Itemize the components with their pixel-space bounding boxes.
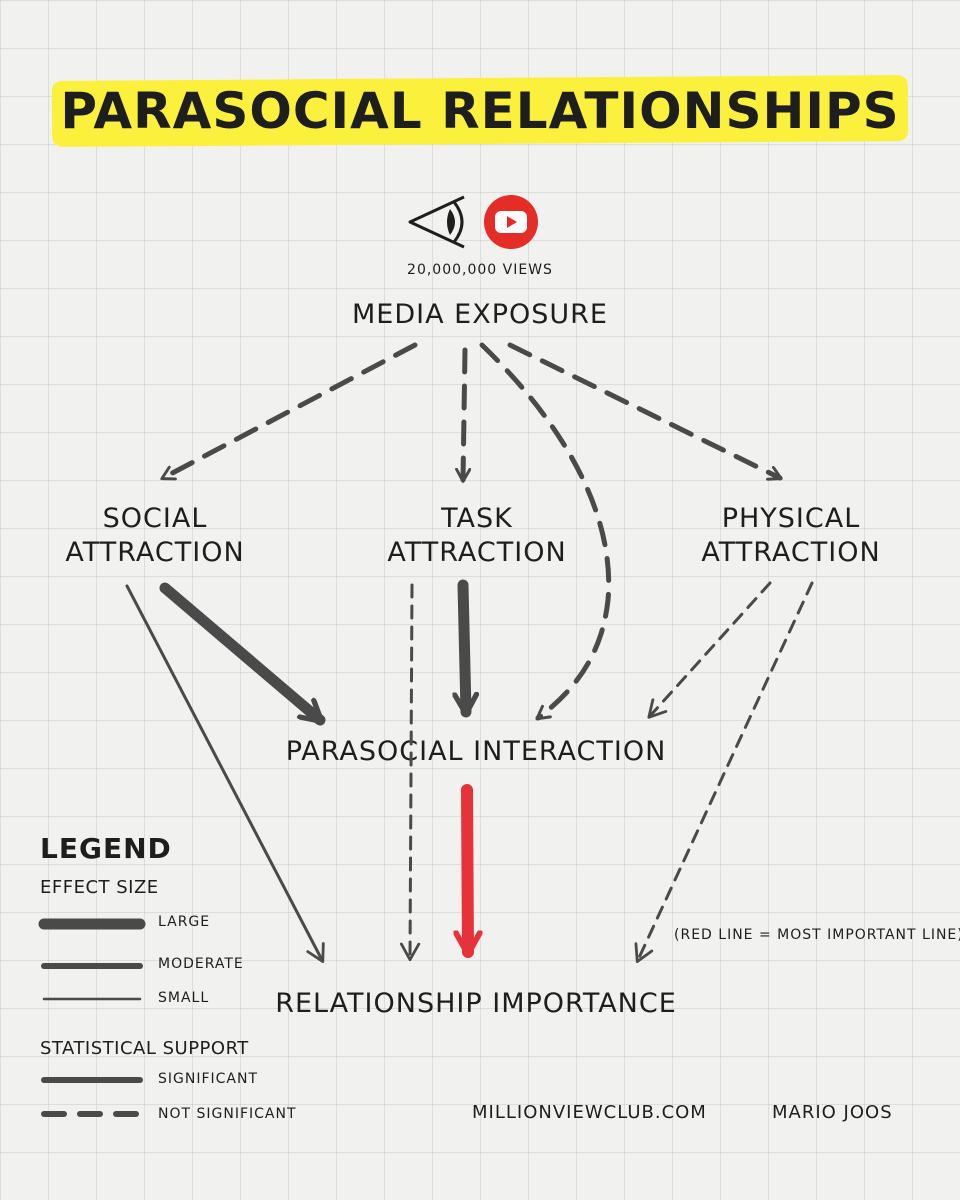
edge-media-to-social bbox=[163, 342, 418, 481]
footer-author: MARIO JOOS bbox=[772, 1102, 893, 1123]
page-title: PARASOCIAL RELATIONSHIPS bbox=[60, 82, 900, 140]
views-count: 20,000,000 VIEWS bbox=[407, 262, 553, 278]
footer-site: MILLIONVIEWCLUB.COM bbox=[472, 1102, 707, 1123]
edge-task-to-relationship bbox=[399, 583, 421, 962]
legend-support-heading: STATISTICAL SUPPORT bbox=[40, 1038, 249, 1059]
edge-parasocial-to-relationship bbox=[467, 784, 468, 958]
node-physical-attraction-line1: PHYSICAL bbox=[721, 503, 861, 534]
legend-label-small: SMALL bbox=[158, 990, 210, 1006]
legend-label-moderate: MODERATE bbox=[158, 956, 244, 972]
legend-effect-size-heading: EFFECT SIZE bbox=[40, 877, 159, 898]
edge-media-to-physical bbox=[507, 342, 780, 478]
edge-social-to-parasocial bbox=[159, 582, 326, 726]
edge-social-to-relationship bbox=[125, 584, 325, 963]
node-physical-attraction: PHYSICAL ATTRACTION bbox=[676, 502, 906, 570]
edge-media-to-parasocial bbox=[479, 342, 612, 721]
legend-label-not-significant: NOT SIGNIFICANT bbox=[158, 1106, 297, 1122]
node-relationship-importance: RELATIONSHIP IMPORTANCE bbox=[275, 988, 677, 1019]
node-parasocial-interaction: PARASOCIAL INTERACTION bbox=[285, 736, 667, 767]
annotation-red-line: (RED LINE = MOST IMPORTANT LINE) bbox=[674, 927, 960, 943]
edge-task-to-parasocial bbox=[463, 579, 466, 718]
node-media-exposure: MEDIA EXPOSURE bbox=[352, 299, 608, 330]
legend-title: LEGEND bbox=[40, 832, 172, 865]
youtube-play-icon bbox=[484, 195, 538, 249]
legend-label-significant: SIGNIFICANT bbox=[158, 1071, 259, 1087]
node-social-attraction: SOCIAL ATTRACTION bbox=[40, 502, 270, 570]
node-physical-attraction-line2: ATTRACTION bbox=[701, 537, 881, 568]
node-social-attraction-line1: SOCIAL bbox=[102, 503, 208, 534]
legend-label-large: LARGE bbox=[158, 914, 211, 930]
node-task-attraction: TASK ATTRACTION bbox=[362, 502, 592, 570]
edge-physical-to-relationship bbox=[634, 581, 814, 963]
node-social-attraction-line2: ATTRACTION bbox=[65, 537, 245, 568]
node-task-attraction-line2: ATTRACTION bbox=[387, 537, 567, 568]
edge-physical-to-parasocial bbox=[647, 581, 772, 719]
eye-icon bbox=[408, 195, 465, 249]
edge-media-to-task bbox=[463, 347, 465, 480]
title-banner: PARASOCIAL RELATIONSHIPS bbox=[51, 72, 909, 150]
node-task-attraction-line1: TASK bbox=[441, 503, 513, 534]
